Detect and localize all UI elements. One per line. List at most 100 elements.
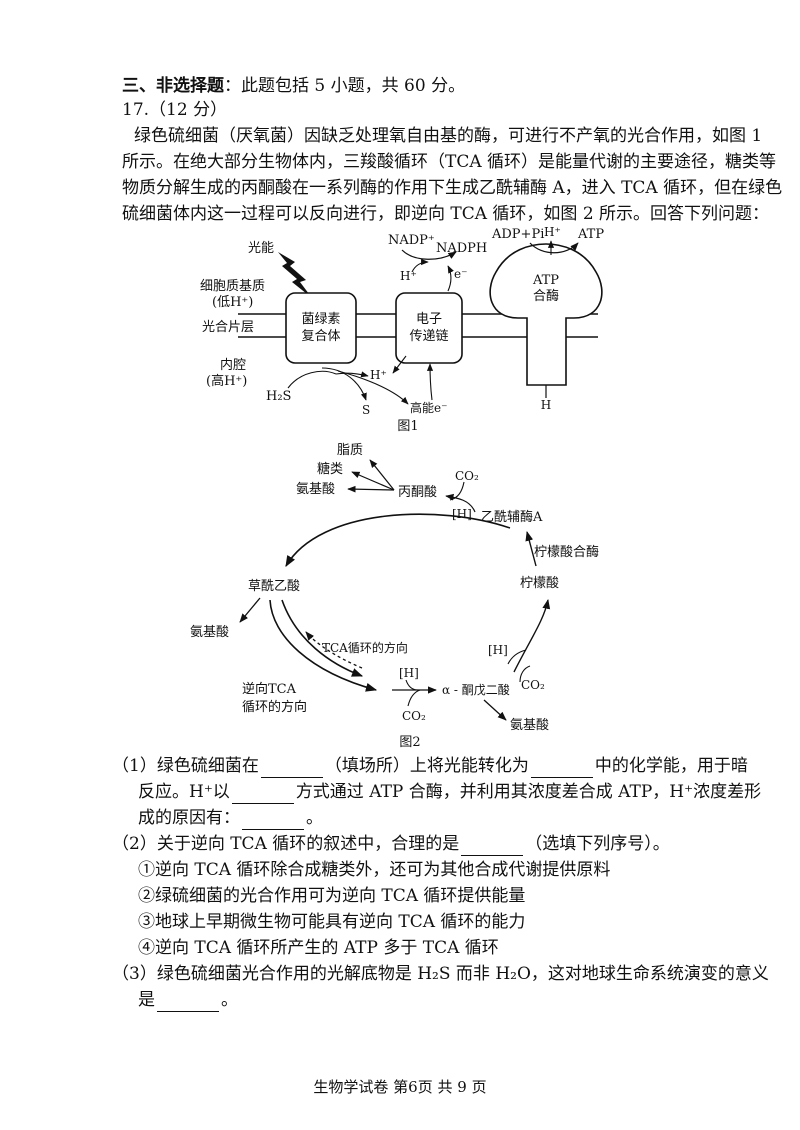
section-heading: 三、非选择题：此题包括 5 小题，共 60 分。: [122, 74, 465, 98]
tca-direction-label: TCA循环的方向: [322, 640, 408, 655]
page-footer: 生物学试卷 第6页 共 9 页: [313, 1078, 487, 1096]
pyruvate-to-lipid-arrow: [369, 459, 395, 491]
amino-acid-label-3: 氨基酸: [510, 718, 549, 733]
q1-line-3: 成的原因有： 。: [138, 806, 323, 830]
pyruvate-label: 丙酮酸: [398, 485, 437, 500]
h-plus-label: H⁺: [400, 269, 417, 283]
question-intro-line-2: 所示。在绝大部分生物体内，三羧酸循环（TCA 循环）是能量代谢的主要途径，糖类等: [122, 152, 777, 172]
atp-formation-arrow: [529, 242, 579, 254]
chain-to-lumen-h-arrow: [392, 355, 407, 374]
h2s-to-s-arrow: [321, 367, 367, 401]
lumen-h-plus-label: H⁺: [370, 368, 387, 382]
q3-blank[interactable]: [157, 993, 219, 1012]
citrate-to-acetyl-arrow: [525, 531, 537, 567]
lightning-bolt-icon: [278, 252, 312, 298]
q2-option-3: ③地球上早期微生物可能具有逆向 TCA 循环的能力: [138, 912, 526, 932]
pyruvate-to-amino-arrow: [347, 485, 395, 493]
acetyl-coa-label: 乙酰辅酶A: [481, 509, 543, 525]
q2-text-b: （选填下列序号）。: [525, 834, 670, 854]
h2s-to-electron-arrow: [337, 370, 409, 405]
e-to-nadp-arrow: [447, 265, 454, 292]
citrate-synthase-label: 柠檬酸合酶: [534, 544, 599, 560]
membrane-label: 光合片层: [202, 320, 254, 335]
question-intro-line-4: 硫细菌体内这一过程可以反向进行，即逆向 TCA 循环，如图 2 所示。回答下列问…: [122, 204, 770, 224]
q1-text-a: （1）绿色硫细菌在: [112, 756, 259, 776]
q3-line-2: 是。: [138, 988, 238, 1012]
q1-blank-2[interactable]: [530, 759, 593, 778]
complex-label-1: 菌绿素: [301, 312, 340, 327]
q2-option-4: ④逆向 TCA 循环所产生的 ATP 多于 TCA 循环: [138, 938, 499, 958]
q1-blank-3[interactable]: [231, 785, 294, 804]
q1-line-1: （1）绿色硫细菌在 （填场所）上将光能转化为 中的化学能，用于暗: [112, 754, 748, 778]
question-intro-line-3: 物质分解生成的丙酮酸在一系列酶的作用下生成乙酰辅酶 A，进入 TCA 循环，但在…: [122, 178, 783, 198]
akg-to-citrate-arrow: [513, 599, 551, 673]
acetyl-to-pyruvate-arrow: [445, 493, 476, 513]
h2s-to-h-arrow: [335, 371, 369, 378]
atp-synthase-label-2: 合酶: [533, 288, 559, 304]
h2s-label: H₂S: [266, 389, 291, 404]
e-minus-label: e⁻: [454, 267, 467, 281]
q1-text-b: （填场所）上将光能转化为: [324, 756, 529, 776]
h-to-nadp-arrow: [411, 258, 429, 273]
h-right-label: [H]: [488, 643, 508, 657]
q3-text-c: 。: [221, 990, 238, 1010]
q1-blank-1[interactable]: [260, 759, 323, 778]
tca-direction-dashed-arrow: [305, 631, 363, 669]
oxaloacetate-label: 草酰乙酸: [248, 579, 300, 594]
h-mid-curve: [405, 679, 419, 691]
q1-text-c: 中的化学能，用于暗: [594, 756, 748, 776]
complex-label-2: 复合体: [301, 329, 340, 344]
lumen-label: 内腔: [220, 357, 246, 373]
reverse-tca-label-1: 逆向TCA: [242, 681, 297, 697]
q1-line-2: 反应。H⁺以 方式通过 ATP 合酶，并利用其浓度差合成 ATP，H⁺浓度差形: [138, 780, 761, 804]
h2s-stem: [287, 370, 337, 389]
q1-text-d: 反应。H⁺以: [138, 782, 230, 802]
chain-label-2: 传递链: [409, 329, 448, 344]
sugar-label: 糖类: [317, 461, 343, 477]
section-heading-rest: ：此题包括 5 小题，共 60 分。: [224, 76, 466, 96]
electron-to-chain-arrow: [426, 363, 434, 401]
figure-1: 细胞质基质 (低H⁺) 光合片层 内腔 (高H⁺) 光能 菌绿素 复合体 电子 …: [200, 225, 604, 434]
chain-label-1: 电子: [416, 312, 442, 327]
h-top-label: [H]: [452, 507, 472, 521]
nadph-label: NADPH: [436, 241, 487, 256]
bacteriochlorophyll-complex: [285, 292, 357, 364]
q3-line-1: （3）绿色硫细菌光合作用的光解底物是 H₂S 而非 H₂O，这对地球生命系统演变…: [112, 964, 769, 984]
co2-right-label: CO₂: [521, 678, 545, 692]
alpha-ketoglutarate-label: α - 酮戊二酸: [442, 682, 510, 697]
co2-mid-curve: [407, 689, 421, 707]
atp-out-label: ATP: [577, 227, 604, 242]
q2-text-a: （2）关于逆向 TCA 循环的叙述中，合理的是: [112, 834, 460, 854]
q2-blank[interactable]: [461, 837, 524, 856]
q1-text-f: 成的原因有：: [138, 808, 240, 828]
high-energy-electron-label: 高能e⁻: [410, 400, 447, 415]
atp-synthase: [489, 243, 603, 386]
amino-acid-label-1: 氨基酸: [296, 482, 335, 497]
atp-h-label: H⁺: [544, 225, 561, 239]
reverse-tca-label-2: 循环的方向: [242, 699, 307, 715]
q1-blank-4[interactable]: [242, 811, 304, 830]
figure-2-caption: 图2: [399, 735, 420, 750]
co2-fixation-curve: [449, 481, 465, 501]
cytoplasm-label: 细胞质基质: [200, 279, 265, 294]
figure-2: 脂质 糖类 氨基酸 丙酮酸 CO₂ [H] 乙酰辅酶A 柠檬酸合酶 柠檬酸 草酰…: [190, 443, 599, 750]
lumen-h-label: (高H⁺): [206, 373, 247, 389]
q3-text-b: 是: [138, 990, 155, 1010]
co2-mid-label: CO₂: [402, 709, 426, 723]
nadp-label: NADP⁺: [388, 233, 435, 248]
amino-acid-label-2: 氨基酸: [190, 625, 229, 640]
q1-text-g: 。: [306, 808, 323, 828]
h-mid-label: [H]: [399, 666, 419, 680]
cycle-top-arc: [285, 513, 511, 567]
h-right-curve: [507, 649, 527, 665]
oxaloacetate-to-amino-arrow: [239, 597, 261, 623]
cytoplasm-h-label: (低H⁺): [212, 295, 253, 310]
section-heading-bold: 三、非选择题: [122, 76, 224, 96]
question-number: 17.（12 分）: [122, 100, 228, 120]
co2-top-label: CO₂: [455, 469, 479, 483]
q2-option-2: ②绿硫细菌的光合作用可为逆向 TCA 循环提供能量: [138, 886, 526, 906]
q1-text-e: 方式通过 ATP 合酶，并利用其浓度差合成 ATP，H⁺浓度差形: [295, 782, 762, 802]
pyruvate-to-sugar-arrow: [351, 471, 395, 491]
lipid-label: 脂质: [337, 443, 363, 458]
